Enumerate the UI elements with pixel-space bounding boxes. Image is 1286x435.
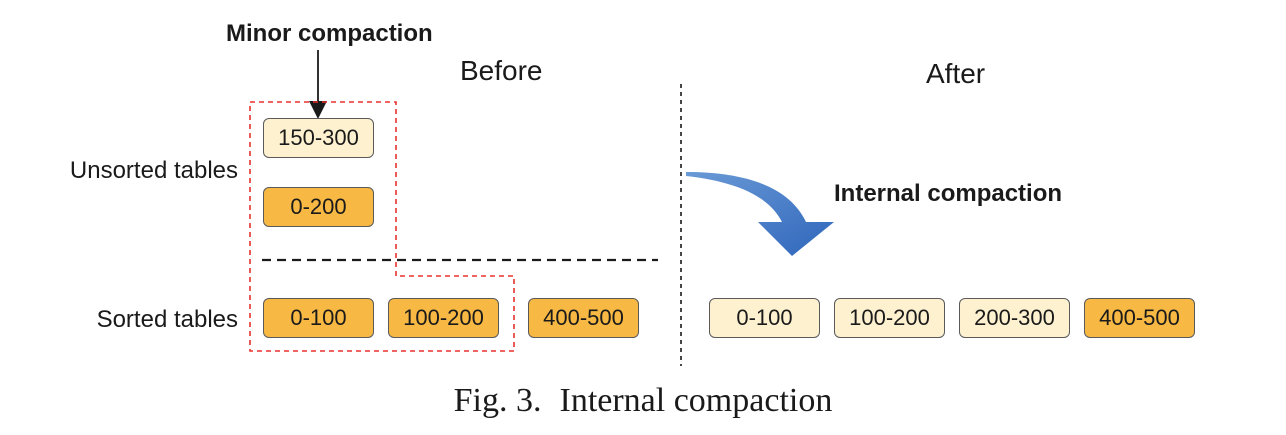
minor-compaction-region <box>249 101 515 352</box>
before-unsorted-table: 0-200 <box>263 187 374 227</box>
sorted-tables-label: Sorted tables <box>96 306 238 333</box>
internal-compaction-arrow <box>686 172 834 256</box>
internal-compaction-label: Internal compaction <box>834 180 1063 207</box>
after-sorted-table: 0-100 <box>709 298 820 338</box>
before-sorted-table: 0-100 <box>263 298 374 338</box>
figure-number: Fig. 3. <box>453 382 542 419</box>
before-unsorted-table: 150-300 <box>263 118 374 158</box>
after-title: After <box>926 58 986 89</box>
before-sorted-table: 100-200 <box>388 298 499 338</box>
figure-title: Internal compaction <box>559 382 833 419</box>
after-sorted-table: 200-300 <box>959 298 1070 338</box>
unsorted-tables-label: Unsorted tables <box>69 157 238 184</box>
after-sorted-table: 400-500 <box>1084 298 1195 338</box>
before-title: Before <box>460 55 543 86</box>
before-sorted-table: 400-500 <box>528 298 639 338</box>
figure-caption: Fig. 3. Internal compaction <box>0 382 1286 420</box>
minor-compaction-label: Minor compaction <box>226 20 433 47</box>
after-sorted-table: 100-200 <box>834 298 945 338</box>
